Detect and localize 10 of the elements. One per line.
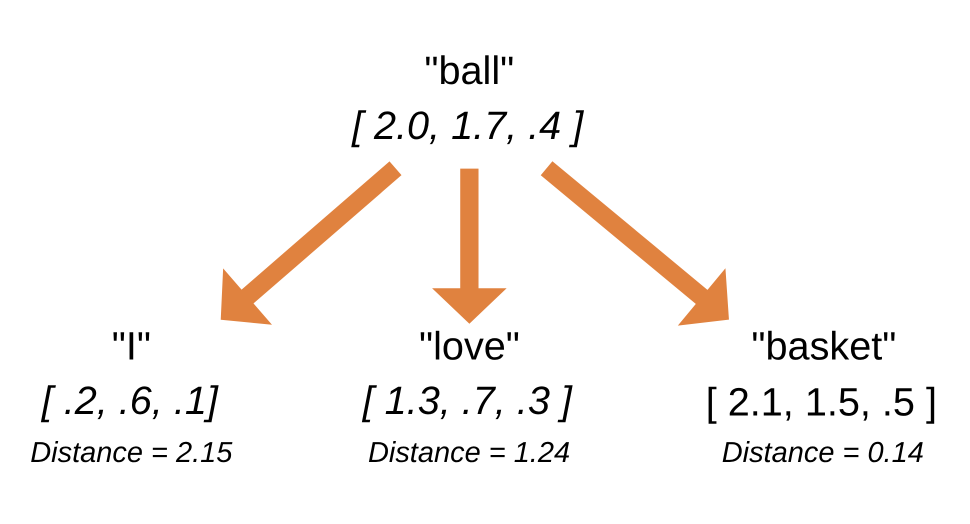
node-label: Distance = 1.24 <box>368 437 570 470</box>
node-text: "ball" [ 2.0, 1.7, .4 ] <box>352 49 584 148</box>
node-label: Distance = 2.15 <box>30 437 232 470</box>
node-text: "basket" [ 2.1, 1.5, .5 ] <box>706 324 938 425</box>
arrow <box>540 161 729 326</box>
node-text: "I" [ .2, .6, .1] <box>42 324 218 424</box>
arrow <box>220 161 402 325</box>
node-text: "love" [ 1.3, .7, .3 ] <box>362 324 572 424</box>
arrow <box>432 168 507 324</box>
node-label: Distance = 0.14 <box>722 437 924 470</box>
